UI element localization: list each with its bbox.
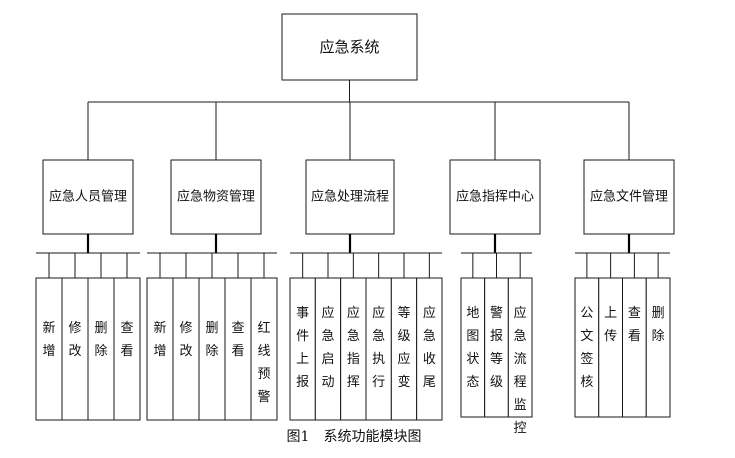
leaf-box: [598, 277, 623, 418]
module-label-1: 应急人员管理: [49, 189, 127, 205]
leaf-label: 新增: [42, 320, 55, 359]
module-label-4: 应急指挥中心: [456, 189, 534, 205]
figure-caption: 图1 系统功能模块图: [287, 429, 422, 445]
leaf-label: 查看: [231, 321, 244, 359]
leaf-label: 应急执行: [372, 305, 385, 390]
leaf-box: [87, 277, 115, 421]
leaf-label: 查看: [628, 306, 641, 344]
module-box-2: [170, 159, 262, 235]
leaf-label: 应急指挥: [347, 305, 360, 390]
module-label-2: 应急物资管理: [177, 189, 255, 205]
leaf-box: [574, 277, 600, 418]
leaf-box: [365, 277, 392, 421]
leaf-box: [416, 277, 443, 421]
module-label-5: 应急文件管理: [590, 189, 668, 205]
leaf-box: [507, 277, 533, 418]
leaf-label: 修改: [68, 321, 81, 359]
module-box-1: [42, 159, 134, 235]
leaf-label: 删除: [205, 321, 218, 359]
leaf-label: 删除: [94, 321, 107, 359]
module-box-5: [583, 159, 675, 235]
leaf-box: [250, 277, 278, 421]
module-label-3: 应急处理流程: [311, 189, 389, 205]
leaf-label: 应急收尾: [423, 305, 436, 390]
leaf-box: [314, 277, 342, 421]
leaf-label: 红线预警: [257, 320, 270, 405]
leaf-label: 应急流程监控: [514, 305, 527, 436]
leaf-box: [484, 277, 509, 418]
leaf-label: 事件上报: [296, 306, 309, 390]
leaf-label: 删除: [652, 306, 665, 344]
leaf-box: [289, 277, 316, 421]
leaf-box: [340, 277, 367, 421]
leaf-label: 等级应变: [397, 305, 410, 390]
leaf-box: [622, 277, 647, 418]
leaf-box: [113, 277, 141, 421]
leaf-box: [390, 277, 418, 421]
leaf-box: [224, 277, 252, 421]
leaf-label: 公文签核: [580, 306, 593, 390]
leaf-label: 上传: [604, 306, 617, 344]
module-box-3: [305, 159, 395, 235]
leaf-label: 地图状态: [466, 306, 479, 390]
leaf-box: [460, 277, 486, 418]
leaf-label: 查看: [120, 321, 133, 359]
root-label: 应急系统: [319, 38, 379, 56]
leaf-label: 修改: [179, 321, 192, 359]
leaf-box: [198, 277, 226, 421]
leaf-box: [61, 277, 89, 421]
leaf-label: 新增: [153, 320, 166, 359]
leaf-label: 警报等级: [490, 305, 503, 390]
leaf-label: 应急启动: [321, 305, 334, 390]
leaf-box: [645, 277, 671, 418]
root-box: [281, 13, 418, 81]
